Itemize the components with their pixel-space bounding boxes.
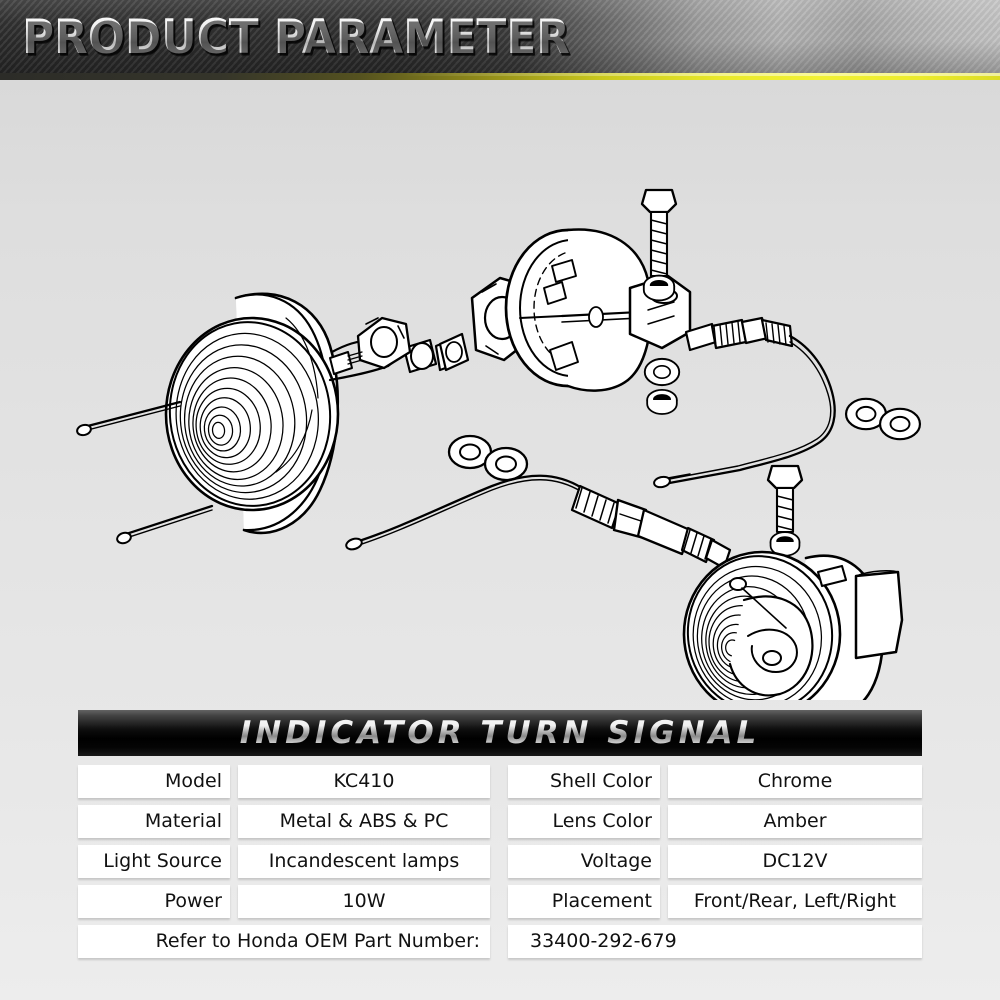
washer-right bbox=[643, 357, 681, 415]
spec-value-light-source: Incandescent lamps bbox=[238, 845, 490, 878]
turn-signal-lamp-right bbox=[682, 550, 904, 700]
spec-value-oem-part-number: 33400-292-679 bbox=[508, 925, 922, 958]
split-pin-upper bbox=[76, 400, 182, 437]
specification-section: INDICATOR TURN SIGNAL Model KC410 Shell … bbox=[78, 710, 922, 965]
page-title: PRODUCT PARAMETER bbox=[22, 10, 570, 65]
spec-label-voltage: Voltage bbox=[508, 845, 660, 878]
washer-pair-right bbox=[844, 397, 922, 441]
spec-label-shell-color: Shell Color bbox=[508, 765, 660, 798]
spec-label-light-source: Light Source bbox=[78, 845, 230, 878]
spec-label-power: Power bbox=[78, 885, 230, 918]
page-header: PRODUCT PARAMETER PRODUCT PARAMETER bbox=[0, 0, 1000, 80]
spec-label-material: Material bbox=[78, 805, 230, 838]
washer-pair-center bbox=[447, 434, 529, 482]
spec-value-placement: Front/Rear, Left/Right bbox=[668, 885, 922, 918]
spec-table: Model KC410 Shell Color Chrome Material … bbox=[78, 765, 922, 958]
table-row-oem: Refer to Honda OEM Part Number: 33400-29… bbox=[78, 925, 922, 958]
table-row: Material Metal & ABS & PC Lens Color Amb… bbox=[78, 805, 922, 838]
hex-bolt-right bbox=[766, 464, 804, 557]
table-row: Power 10W Placement Front/Rear, Left/Rig… bbox=[78, 885, 922, 918]
spec-label-placement: Placement bbox=[508, 885, 660, 918]
wire-harness-lower bbox=[345, 474, 732, 570]
spec-value-model: KC410 bbox=[238, 765, 490, 798]
header-accent-stripe bbox=[0, 73, 1000, 80]
hex-bolt-upper bbox=[640, 188, 678, 302]
spec-value-material: Metal & ABS & PC bbox=[238, 805, 490, 838]
spec-banner-title: INDICATOR TURN SIGNAL bbox=[78, 710, 922, 756]
exploded-parts-diagram bbox=[0, 80, 1000, 700]
turn-signal-lamp-left bbox=[164, 292, 406, 535]
spec-value-voltage: DC12V bbox=[668, 845, 922, 878]
page-title-shadow: PRODUCT PARAMETER bbox=[24, 12, 572, 68]
spec-value-lens-color: Amber bbox=[668, 805, 922, 838]
spec-label-model: Model bbox=[78, 765, 230, 798]
spec-label-oem-part-number: Refer to Honda OEM Part Number: bbox=[78, 925, 490, 958]
wire-harness-upper bbox=[653, 316, 836, 489]
table-row: Light Source Incandescent lamps Voltage … bbox=[78, 845, 922, 878]
spec-banner: INDICATOR TURN SIGNAL bbox=[78, 710, 922, 756]
spec-value-shell-color: Chrome bbox=[668, 765, 922, 798]
table-row: Model KC410 Shell Color Chrome bbox=[78, 765, 922, 798]
spec-value-power: 10W bbox=[238, 885, 490, 918]
split-pin-lower bbox=[116, 504, 214, 545]
header-metal-background bbox=[0, 0, 1000, 74]
diagram-svg bbox=[76, 188, 922, 700]
spec-label-lens-color: Lens Color bbox=[508, 805, 660, 838]
